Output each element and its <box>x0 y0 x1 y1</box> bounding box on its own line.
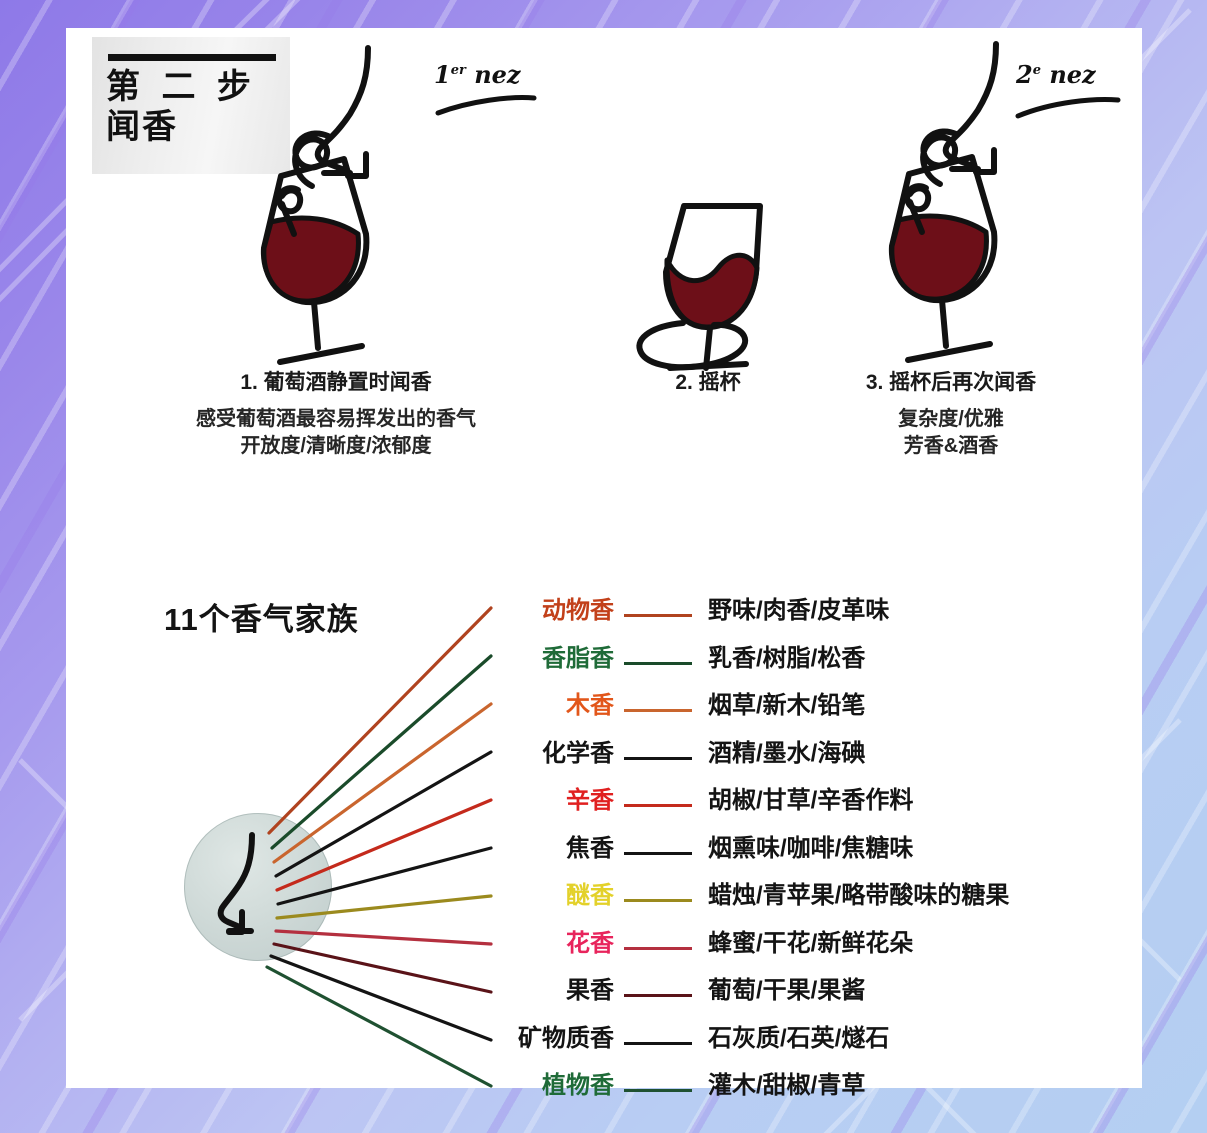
families-title: 11个香气家族 <box>164 602 359 637</box>
aroma-family-rule-8 <box>624 994 692 997</box>
nosing-illustrations <box>260 41 1121 371</box>
aroma-family-desc-6: 蜡烛/青苹果/略带酸味的糖果 <box>708 882 1010 909</box>
aroma-family-rule-10 <box>624 1089 692 1092</box>
ray-8 <box>272 942 493 994</box>
aroma-family-rule-7 <box>624 946 692 950</box>
aroma-family-desc-10: 灌木/甜椒/青草 <box>708 1072 866 1099</box>
aroma-family-desc-9: 石灰质/石英/燧石 <box>708 1024 890 1052</box>
step-3-body-line2: 芳香&酒香 <box>903 435 999 457</box>
second-nez-label: 2e nez <box>1016 60 1096 89</box>
aroma-family-desc-8: 葡萄/干果/果酱 <box>708 977 866 1004</box>
step-1-body: 感受葡萄酒最容易挥发出的香气 开放度/清晰度/浓郁度 <box>86 406 586 460</box>
ray-3 <box>274 750 493 878</box>
first-nez-label: 1er 1er neznez <box>434 60 521 89</box>
ray-5 <box>276 846 493 906</box>
aroma-family-desc-5: 烟熏味/咖啡/焦糖味 <box>708 834 914 862</box>
aroma-family-rule-5 <box>624 851 692 855</box>
aroma-family-rule-6 <box>624 899 692 902</box>
nose-profile-icon <box>217 832 255 935</box>
aroma-family-desc-1: 乳香/树脂/松香 <box>708 644 866 672</box>
ray-1 <box>270 654 493 850</box>
aroma-family-label-10: 植物香 <box>542 1072 614 1099</box>
step-badge-rule <box>108 54 276 61</box>
ray-6 <box>275 894 493 920</box>
aroma-family-rule-1 <box>624 661 692 665</box>
step-badge-line2: 闻香 <box>106 108 178 146</box>
step-1-body-line1: 感受葡萄酒最容易挥发出的香气 <box>196 408 476 430</box>
step-2-title: 2. 摇杯 <box>675 371 741 394</box>
step-1-title: 1. 葡萄酒静置时闻香 <box>240 371 432 394</box>
ray-4 <box>275 798 493 892</box>
step-3-body-line1: 复杂度/优雅 <box>898 408 1004 430</box>
ray-7 <box>274 929 493 946</box>
aroma-family-label-9: 矿物质香 <box>518 1024 614 1052</box>
aroma-family-label-5: 焦香 <box>566 834 614 862</box>
content-card: 第 二 步 闻香 <box>66 28 1142 1099</box>
aroma-family-desc-0: 野味/肉香/皮革味 <box>708 597 890 624</box>
aroma-family-label-3: 化学香 <box>542 739 614 767</box>
aroma-family-rule-9 <box>624 1041 692 1045</box>
ray-10 <box>265 965 493 1088</box>
step-3-body: 复杂度/优雅 芳香&酒香 <box>766 406 1136 460</box>
aroma-family-desc-4: 胡椒/甘草/辛香作料 <box>708 787 914 814</box>
step-badge-line1: 第 二 步 <box>106 68 257 106</box>
second-nez-underline <box>1015 97 1121 119</box>
aroma-family-rule-3 <box>624 756 692 760</box>
aroma-family-desc-3: 酒精/墨水/海碘 <box>708 739 866 767</box>
aroma-family-label-1: 香脂香 <box>542 644 614 672</box>
aroma-family-rule-2 <box>624 709 692 712</box>
ray-2 <box>272 702 493 864</box>
aroma-family-label-4: 辛香 <box>566 787 614 814</box>
aroma-family-desc-7: 蜂蜜/干花/新鲜花朵 <box>708 929 914 957</box>
aroma-family-label-6: 醚香 <box>566 882 614 909</box>
aroma-family-label-0: 动物香 <box>542 597 614 624</box>
aroma-family-rule-0 <box>624 614 692 617</box>
aroma-family-label-8: 果香 <box>566 977 614 1004</box>
aroma-family-desc-2: 烟草/新木/铅笔 <box>708 692 866 719</box>
first-nez-underline <box>435 95 537 116</box>
aroma-family-label-7: 花香 <box>566 929 614 957</box>
aroma-family-label-2: 木香 <box>566 692 614 719</box>
aroma-family-rule-4 <box>624 804 692 807</box>
step-1-body-line2: 开放度/清晰度/浓郁度 <box>240 435 432 457</box>
ray-0 <box>267 606 493 835</box>
step-badge: 第 二 步 闻香 <box>92 37 290 174</box>
step-3-title: 3. 摇杯后再次闻香 <box>865 371 1037 394</box>
ray-9 <box>269 954 493 1042</box>
aroma-rays <box>265 606 493 1088</box>
